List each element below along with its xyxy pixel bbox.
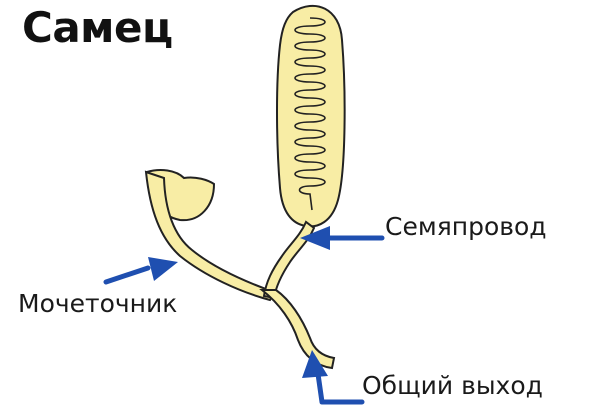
seminal-duct-label: Семяпровод: [385, 212, 547, 242]
common-outlet-duct: [262, 290, 334, 368]
urinary-duct-arrow: [106, 257, 178, 282]
common-outlet-label: Общий выход: [362, 371, 543, 401]
urinary-duct-label: Мочеточник: [18, 289, 177, 319]
testis: [277, 6, 345, 227]
testis-outline: [277, 6, 345, 227]
seminal-duct: [264, 222, 314, 298]
page-title: Самец: [22, 2, 173, 54]
